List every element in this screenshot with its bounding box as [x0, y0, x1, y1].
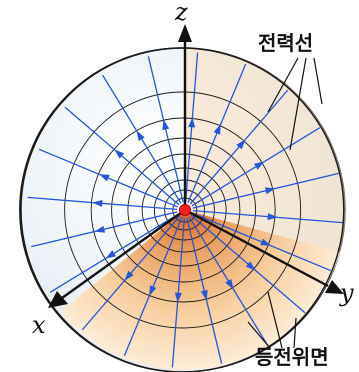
field-line-arrowhead: [254, 161, 265, 170]
field-line-arrowhead: [162, 119, 170, 131]
field-lines: [27, 52, 343, 368]
field-line-arrowhead: [225, 279, 234, 290]
field-lines-leader-1: [267, 57, 299, 113]
field-line: [64, 106, 180, 206]
field-line-arrowhead: [99, 174, 110, 182]
field-line-arrowhead: [94, 225, 106, 233]
callout-leaders: [247, 57, 323, 349]
field-line: [187, 63, 247, 203]
equipotential-shell: [90, 117, 276, 303]
field-lines-leader-3: [313, 57, 323, 105]
field-line-arrowhead: [236, 139, 246, 150]
equipotential-shell: [111, 137, 257, 283]
z-axis-label: z: [174, 0, 188, 26]
y-axis: [184, 208, 329, 288]
field-line-arrowhead: [92, 199, 103, 207]
equipotential-leader-3: [293, 317, 297, 349]
field-line-arrowhead: [188, 117, 196, 128]
field-line-arrowhead: [149, 285, 157, 296]
field-line-arrowhead: [213, 124, 221, 135]
field-line-arrowhead: [267, 213, 278, 221]
field-lines-label: 전력선: [258, 31, 313, 55]
field-line-arrowhead: [264, 187, 276, 195]
equipotential-shell: [19, 47, 345, 372]
coordinate-axes: [48, 24, 344, 308]
field-line-arrowhead: [114, 149, 125, 159]
field-line: [190, 214, 306, 314]
field-line-arrowhead: [260, 238, 271, 246]
field-line-arrowhead: [245, 261, 256, 271]
field-line-arrowhead: [200, 289, 208, 301]
equipotential-label: 등전위면: [255, 345, 329, 369]
field-line-arrowhead: [174, 292, 182, 303]
field-line: [123, 217, 183, 357]
cutaway-face: [60, 210, 340, 370]
z-axis-arrowhead: [178, 24, 192, 42]
x-axis: [61, 209, 186, 299]
field-lines-leader-2: [289, 57, 307, 151]
field-line: [171, 217, 186, 368]
equipotential-leader-1: [247, 321, 271, 349]
field-line-arrowhead: [105, 250, 116, 259]
equipotential-leader-2: [267, 291, 283, 349]
y-axis-label: y: [339, 279, 354, 307]
x-axis-label: x: [32, 311, 46, 339]
field-line: [31, 211, 178, 248]
field-line: [189, 89, 289, 205]
x-axis-arrowhead: [48, 291, 68, 308]
field-line: [147, 56, 184, 203]
field-line-arrowhead: [124, 270, 134, 281]
field-line: [192, 212, 332, 272]
field-line: [192, 209, 343, 224]
y-axis-arrowhead: [325, 280, 344, 294]
equipotential-shell: [64, 91, 302, 329]
field-line-arrowhead: [136, 130, 145, 141]
point-charge: [179, 204, 191, 216]
field-line: [38, 148, 178, 208]
